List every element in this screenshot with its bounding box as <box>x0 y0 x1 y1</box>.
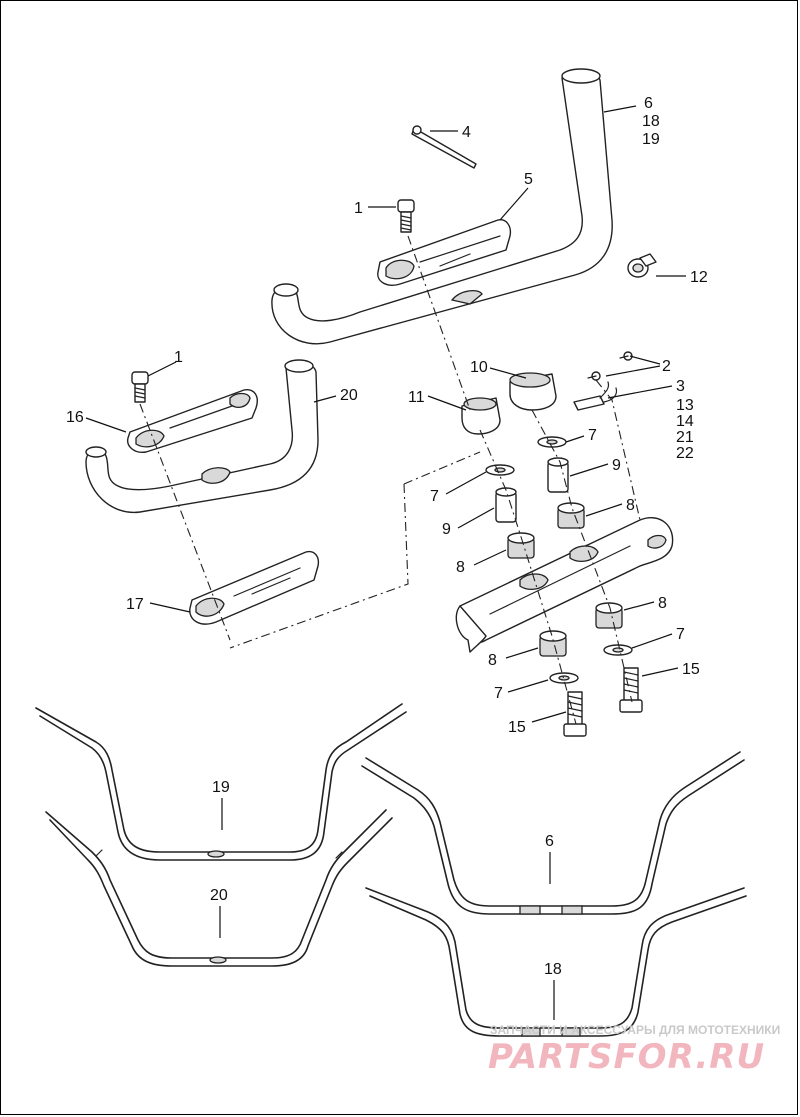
triple-clamp <box>455 517 674 653</box>
washer-7-a <box>485 464 515 476</box>
pin-4 <box>411 125 477 169</box>
washer-7-d <box>549 672 579 684</box>
watermark-tagline: ЗАПЧАСТИ И АКСЕССУАРЫ ДЛЯ МОТОТЕХНИКИ <box>490 1023 780 1037</box>
riser-clamp-5 <box>377 219 512 286</box>
handlebar-19 <box>35 703 407 861</box>
callout-8-b: 8 <box>456 559 465 576</box>
callout-2: 2 <box>662 358 671 375</box>
callout-1-upper: 1 <box>354 200 363 217</box>
callout-12: 12 <box>690 269 708 286</box>
callout-22: 22 <box>676 445 694 462</box>
callout-8-a: 8 <box>626 497 635 514</box>
callout-1-lower: 1 <box>174 349 183 366</box>
handlebar-18 <box>365 887 747 1037</box>
screws-2 <box>587 351 633 381</box>
callout-20-upper: 20 <box>340 387 358 404</box>
clip-12 <box>627 253 657 278</box>
bushing-8-b <box>557 502 585 529</box>
switch-3 <box>573 381 618 411</box>
callout-7-d: 7 <box>494 685 503 702</box>
bolt-1-upper <box>397 199 415 233</box>
callout-6-lower: 6 <box>545 833 554 850</box>
bolt-1-lower <box>131 371 149 403</box>
callout-13: 13 <box>676 397 694 414</box>
callout-21: 21 <box>676 429 694 446</box>
mid-handlebar-part <box>85 359 319 514</box>
callout-9-a: 9 <box>612 457 621 474</box>
handlebar-6 <box>361 751 745 915</box>
callout-14: 14 <box>676 413 694 430</box>
bolt-15-a <box>619 667 643 713</box>
callout-5: 5 <box>524 171 533 188</box>
watermark-logo: PARTSFOR.RU <box>488 1037 765 1077</box>
callout-8-c: 8 <box>658 595 667 612</box>
riser-11 <box>461 397 501 435</box>
callout-7-b: 7 <box>430 488 439 505</box>
upper-handlebar-part <box>271 68 613 345</box>
spacer-9-b <box>547 457 569 493</box>
bolt-15-b <box>563 691 587 737</box>
callout-6-upper: 6 <box>644 95 653 112</box>
callout-15-b: 15 <box>508 719 526 736</box>
callout-19-lower: 19 <box>212 779 230 796</box>
riser-10 <box>509 372 557 411</box>
washer-7-c <box>603 644 633 656</box>
callout-11: 11 <box>408 389 425 406</box>
callout-7-c: 7 <box>676 626 685 643</box>
callout-18-upper: 18 <box>642 113 660 130</box>
callout-18-lower: 18 <box>544 961 562 978</box>
callout-16: 16 <box>66 409 84 426</box>
watermark: ЗАПЧАСТИ И АКСЕССУАРЫ ДЛЯ МОТОТЕХНИКИ PA… <box>488 1023 780 1077</box>
leader-lines <box>85 105 686 1020</box>
callout-15-a: 15 <box>682 661 700 678</box>
bushing-8-d <box>539 630 567 657</box>
clamp-16 <box>127 389 258 453</box>
callout-20-lower: 20 <box>210 887 228 904</box>
callout-19-upper: 19 <box>642 131 660 148</box>
centerlines <box>139 235 641 725</box>
washer-7-b <box>537 436 567 448</box>
callout-17: 17 <box>126 596 144 613</box>
callout-3: 3 <box>676 378 685 395</box>
callout-9-b: 9 <box>442 521 451 538</box>
callout-8-d: 8 <box>488 652 497 669</box>
callout-7-a: 7 <box>588 427 597 444</box>
callout-4: 4 <box>462 124 471 141</box>
handlebar-20 <box>45 809 393 967</box>
spacer-9-a <box>495 487 517 523</box>
callout-10: 10 <box>470 359 488 376</box>
bushing-8-c <box>595 602 623 629</box>
clamp-17 <box>189 550 320 625</box>
callout-labels: 1 1 2 3 13 14 21 22 4 5 6 18 19 12 10 11… <box>66 95 708 978</box>
